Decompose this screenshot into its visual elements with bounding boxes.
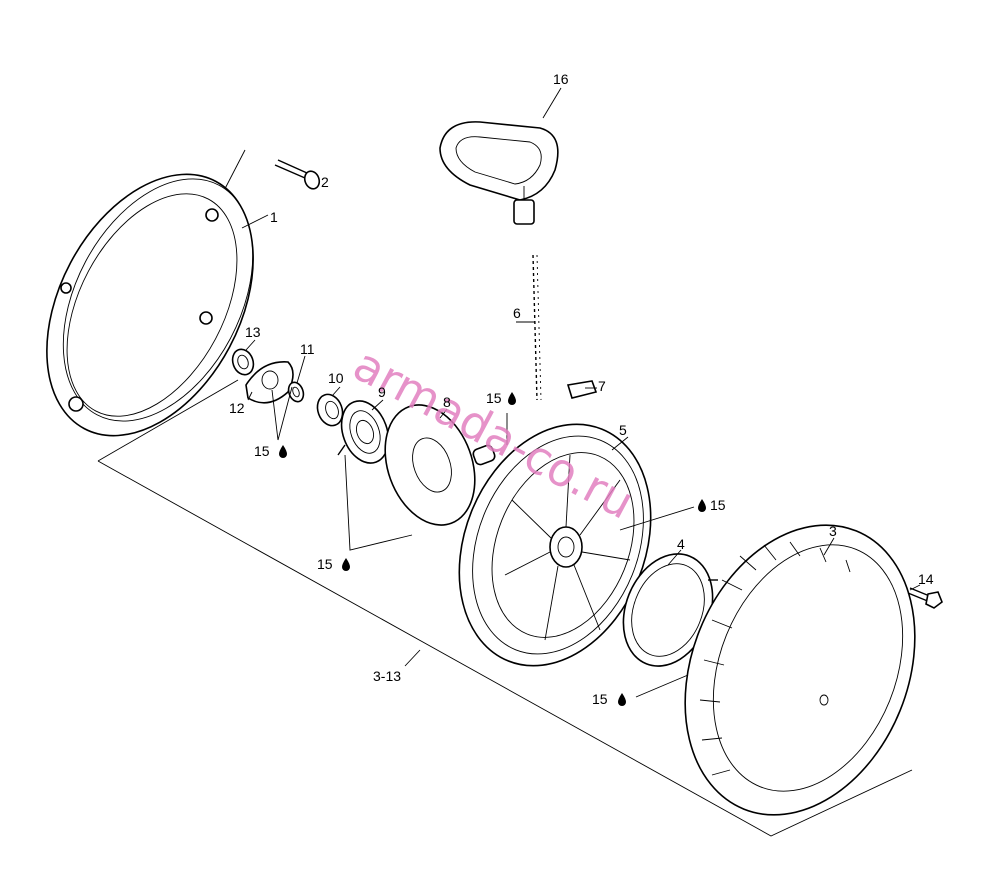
spring-part-9 bbox=[337, 400, 390, 464]
oil-drop-icon bbox=[508, 392, 516, 405]
oil-drop-icon bbox=[279, 445, 287, 458]
grease-callout-a: 15 bbox=[254, 443, 287, 459]
cam-part bbox=[566, 380, 598, 399]
label-part-12: 12 bbox=[229, 400, 245, 416]
label-part-16: 16 bbox=[553, 71, 569, 87]
grease-callout-e: 15 bbox=[592, 691, 626, 707]
label-part-10: 10 bbox=[328, 370, 344, 386]
oil-drop-icon bbox=[618, 693, 626, 706]
svg-text:15: 15 bbox=[317, 556, 333, 572]
label-part-11: 11 bbox=[300, 341, 315, 357]
washer-part-13 bbox=[231, 348, 255, 376]
pulley-part bbox=[458, 423, 652, 667]
rope-part bbox=[532, 254, 542, 401]
screw-part bbox=[274, 159, 321, 190]
label-part-13: 13 bbox=[245, 324, 261, 340]
leader-lines bbox=[241, 87, 921, 698]
label-part-3: 3 bbox=[829, 523, 837, 539]
label-part-8: 8 bbox=[443, 394, 451, 410]
cover-part bbox=[684, 524, 916, 816]
oil-drop-icon bbox=[342, 558, 350, 571]
grease-callout-d: 15 bbox=[317, 556, 350, 572]
label-part-4: 4 bbox=[677, 536, 685, 552]
handle-part bbox=[439, 121, 559, 225]
label-range: 3-13 bbox=[373, 668, 401, 684]
housing-ring-part bbox=[46, 173, 254, 437]
bolt-part bbox=[907, 587, 943, 609]
oil-drop-icon bbox=[698, 499, 706, 512]
label-part-1: 1 bbox=[270, 209, 278, 225]
svg-text:15: 15 bbox=[486, 390, 502, 406]
grease-callout-b: 15 bbox=[486, 390, 516, 406]
bushing-part bbox=[316, 393, 344, 427]
pawl-plate-part bbox=[245, 361, 294, 404]
ratchet-part bbox=[384, 404, 496, 526]
label-part-14: 14 bbox=[918, 571, 934, 587]
label-part-7: 7 bbox=[598, 378, 606, 394]
label-part-2: 2 bbox=[321, 174, 329, 190]
label-part-6: 6 bbox=[513, 305, 521, 321]
label-part-9: 9 bbox=[378, 384, 386, 400]
label-part-5: 5 bbox=[619, 422, 627, 438]
svg-text:15: 15 bbox=[710, 497, 726, 513]
svg-text:15: 15 bbox=[254, 443, 270, 459]
svg-text:15: 15 bbox=[592, 691, 608, 707]
grease-callout-c: 15 bbox=[698, 497, 726, 513]
